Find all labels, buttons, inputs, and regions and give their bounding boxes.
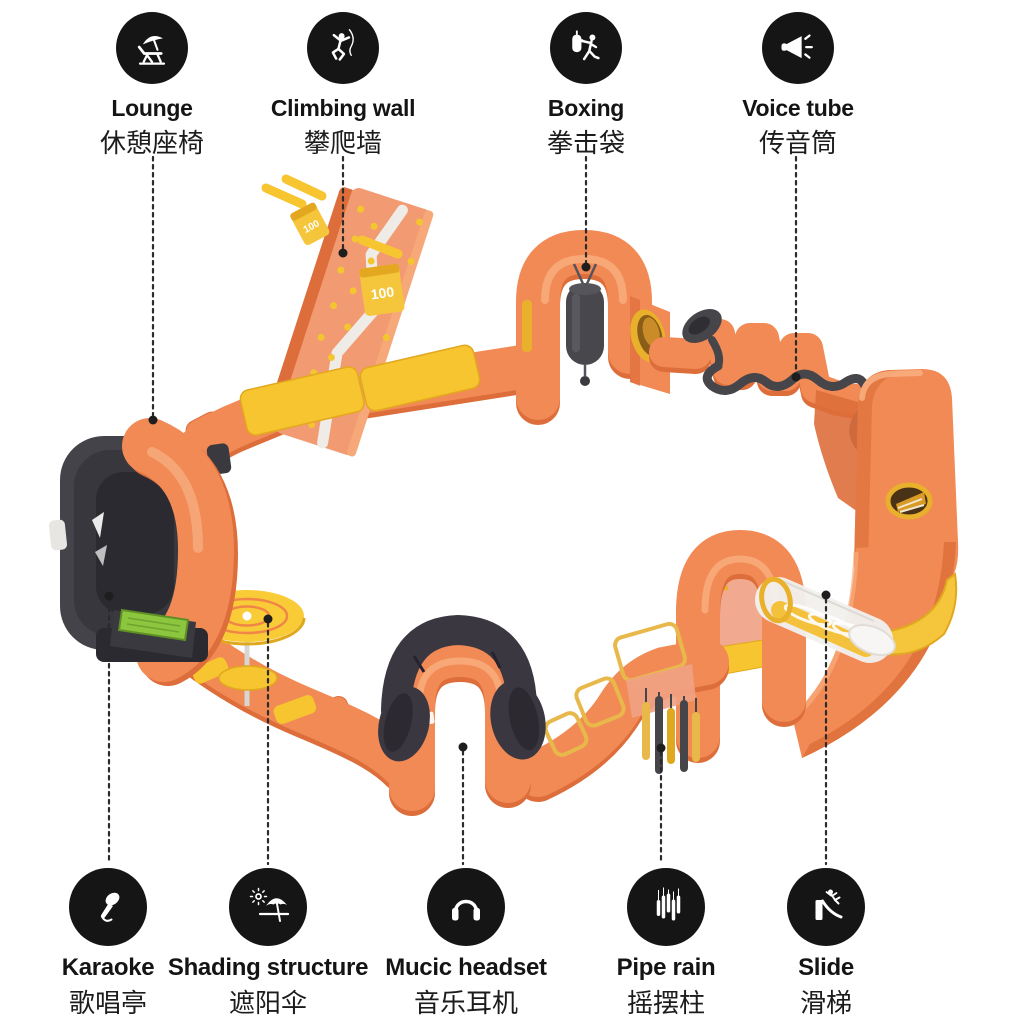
flag-small: 100	[290, 202, 330, 246]
punching-bag	[566, 263, 604, 386]
slide-icon	[787, 868, 865, 946]
feature-name-en: Boxing	[547, 95, 625, 121]
feature-name-zh: 摇摆柱	[626, 988, 705, 1019]
feature-name-zh: 拳击袋	[546, 128, 625, 159]
feature-name-en: Voice tube	[742, 95, 854, 121]
flag-large-text: 100	[370, 283, 396, 302]
hanging-pipes	[642, 688, 700, 774]
feature-name-zh: 遮阳伞	[228, 988, 307, 1019]
callout-music-headset: Mucic headset 音乐耳机	[356, 868, 576, 1020]
boxing-icon	[550, 12, 622, 84]
headset-arch	[378, 614, 546, 816]
feature-name-zh: 休憩座椅	[99, 128, 204, 159]
megaphone-icon	[762, 12, 834, 84]
flag-large: 100	[359, 263, 405, 316]
leader-dots	[104, 248, 831, 753]
feature-name-en: Climbing wall	[270, 95, 416, 121]
giant-headphones	[378, 614, 546, 762]
karaoke-screen-kiosk	[110, 608, 196, 658]
feature-name-zh: 音乐耳机	[413, 988, 518, 1019]
feature-name-zh: 传音筒	[758, 128, 837, 159]
callout-slide: Slide 滑梯	[716, 868, 936, 1020]
feature-name-en: Mucic headset	[385, 954, 547, 981]
callout-karaoke: Karaoke 歌唱亭	[0, 868, 218, 1020]
floor-pads	[239, 344, 481, 436]
feature-name-zh: 攀爬墙	[303, 128, 382, 159]
tube-slide	[755, 576, 896, 663]
porthole-window	[885, 482, 933, 520]
callout-lounge: Lounge 休憩座椅	[42, 12, 262, 160]
right-wall	[792, 369, 959, 758]
microphone-icon	[69, 868, 147, 946]
lounge-chair-icon	[116, 12, 188, 84]
feature-name-zh: 歌唱亭	[68, 988, 147, 1019]
climbing-holds	[297, 205, 424, 429]
callout-shading-structure: Shading structure 遮阳伞	[158, 868, 378, 1020]
feature-name-en: Pipe rain	[616, 954, 716, 981]
karaoke-booth	[48, 418, 239, 686]
climber-icon	[307, 12, 379, 84]
feature-name-en: Karaoke	[61, 954, 155, 981]
feature-name-en: Lounge	[111, 95, 193, 121]
pipe-rain-deck	[515, 621, 729, 802]
callout-voice-tube: Voice tube 传音筒	[688, 12, 908, 160]
callout-leaders	[107, 155, 828, 866]
callout-pipe-rain: Pipe rain 摇摆柱	[556, 868, 776, 1020]
sun-umbrella-icon	[229, 868, 307, 946]
feature-name-zh: 滑梯	[799, 988, 852, 1019]
feature-name-en: Shading structure	[167, 954, 369, 981]
pipes-icon	[627, 868, 705, 946]
callout-boxing: Boxing 拳击袋	[476, 12, 696, 160]
boxing-arch	[516, 229, 652, 425]
headphones-icon	[427, 868, 505, 946]
callout-climbing-wall: Climbing wall 攀爬墙	[233, 12, 453, 160]
feature-name-en: Slide	[798, 954, 854, 981]
